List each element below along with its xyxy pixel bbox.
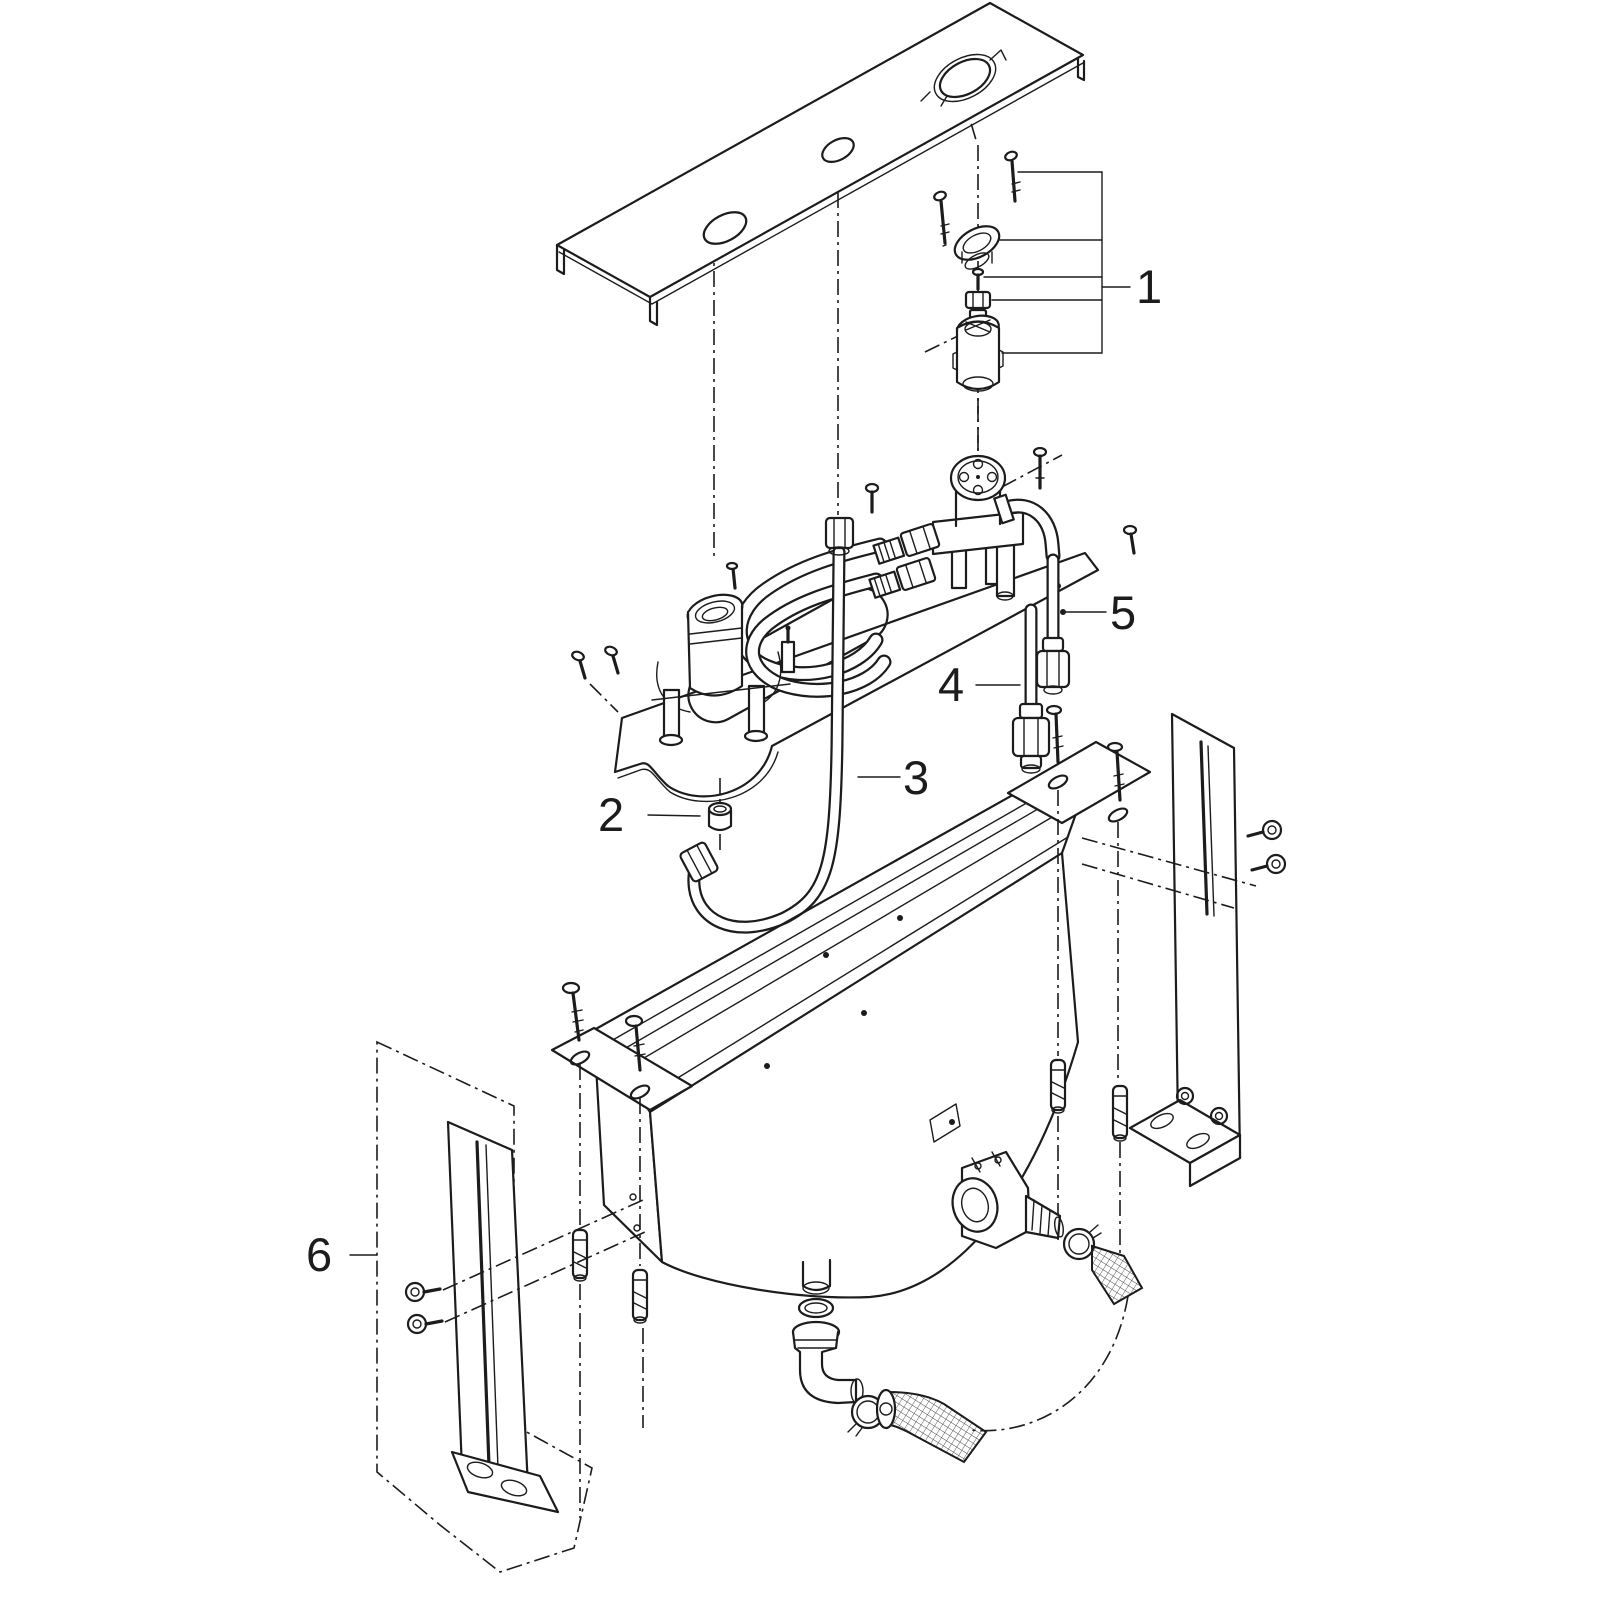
cartridge (952, 308, 1004, 392)
hose-guide-bushing (707, 778, 733, 850)
callout-1-bracket (983, 171, 1131, 354)
wall-plug (631, 1268, 649, 1324)
connection-hose-5 (1035, 553, 1071, 695)
drain-outlet-stub (801, 1258, 832, 1295)
hose-clamp (1062, 1224, 1102, 1261)
wall-plug (1049, 1058, 1067, 1114)
deck-hole-handshower (821, 136, 855, 164)
callout-label-5: 5 (1110, 586, 1137, 639)
plate-screws (571, 446, 1138, 713)
callout-label-3: 3 (903, 751, 930, 804)
mounting-ring (953, 225, 1001, 270)
concealed-valve (868, 454, 1061, 601)
rail-foot-bracket (1128, 1086, 1242, 1188)
spout-socket (651, 561, 796, 747)
valve-elbow (993, 493, 1061, 564)
drain-elbow (791, 1320, 864, 1405)
rail-left (446, 1120, 560, 1514)
support-rail-right (1081, 712, 1287, 1188)
rail-cap-screw (404, 1281, 442, 1303)
pullout-hose (679, 516, 855, 934)
valve-standpipe (995, 543, 1016, 598)
socket-clamp-legs (651, 683, 791, 747)
cartridge-part-group (924, 150, 1131, 452)
o-ring (797, 1297, 835, 1319)
anchor-axes (579, 790, 1121, 1518)
cartridge-nut (964, 290, 992, 310)
overflow-clamp-fitting (951, 1150, 1144, 1306)
socket-side-pin (780, 625, 796, 674)
deck-plate (555, 1, 1086, 327)
callout-label-6: 6 (306, 1228, 333, 1281)
support-rail-left-phantom (376, 1040, 646, 1573)
box-flange-right (1006, 704, 1152, 825)
box-flange-left (550, 981, 694, 1112)
hose-barb (1024, 1194, 1065, 1240)
callout-leaders (349, 611, 1107, 1256)
wall-plug (571, 1228, 589, 1282)
hose-union-lower (868, 557, 937, 599)
callout-label-2: 2 (598, 788, 625, 841)
fixing-screw-left (933, 190, 950, 247)
deck-hole-valve-with-clip (920, 49, 1007, 107)
mounting-plate-assembly (571, 446, 1138, 934)
connection-hose-4 (1011, 603, 1051, 774)
hose-union-upper (872, 523, 941, 565)
pullout-hose-end-nut (679, 841, 719, 883)
callout-label-4: 4 (938, 658, 965, 711)
rail-cap-screw (406, 1313, 444, 1335)
rail-cap-screw (1246, 819, 1283, 841)
drain-set (791, 1150, 1144, 1464)
braided-hose-elbow (875, 1388, 988, 1464)
rail-cap-screw (1250, 853, 1287, 875)
pullout-hose-top-nut (824, 516, 855, 556)
fixing-screw-right (1004, 150, 1021, 203)
callout-label-1: 1 (1136, 260, 1163, 313)
cartridge-screw (971, 267, 985, 291)
deck-hole-spout (702, 211, 748, 245)
braided-hose-stub (1091, 1244, 1144, 1306)
mounting-plate (613, 551, 1100, 798)
wall-plug (1111, 1084, 1129, 1142)
